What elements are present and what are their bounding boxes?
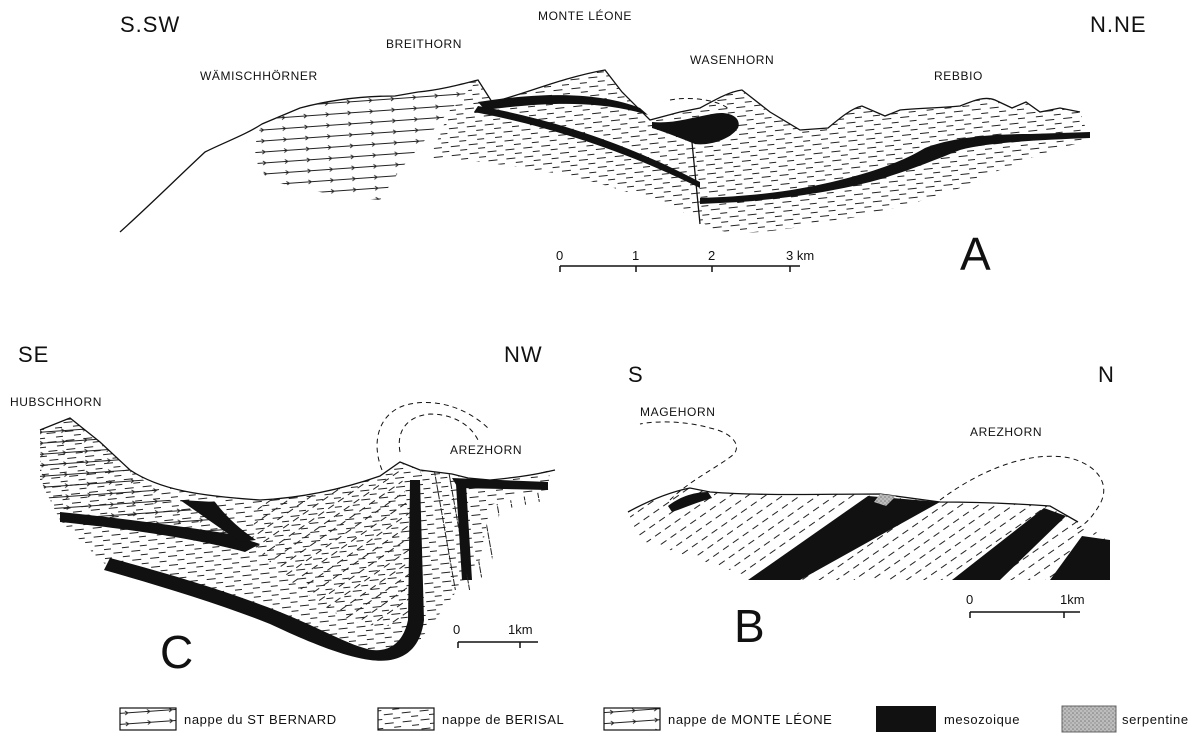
section-a-peak-rebbio: REBBIO [934, 69, 983, 83]
section-b: S N MAGEHORN AREZHORN 0 1km B [628, 362, 1115, 652]
section-c-scale-tick-0: 0 [453, 622, 460, 637]
section-b-peak-magehorn: MAGEHORN [640, 405, 715, 419]
section-c-dir-right: NW [504, 342, 543, 367]
section-b-peak-arezhorn: AREZHORN [970, 425, 1042, 439]
section-a-peak-breithorn: BREITHORN [386, 37, 462, 51]
legend-label-berisal: nappe de BERISAL [442, 712, 564, 727]
legend-item-serpentine: serpentine [1062, 706, 1189, 732]
legend-swatch-st-bernard [120, 708, 176, 730]
section-b-letter: B [734, 600, 765, 652]
section-a-monte-leone-nappe [430, 70, 700, 220]
legend-swatch-mesozoique [876, 706, 936, 732]
legend-swatch-berisal [378, 708, 434, 730]
legend-label-mesozoique: mesozoique [944, 712, 1020, 727]
legend-item-mesozoique: mesozoique [876, 706, 1020, 732]
section-a-scale-tick-0: 0 [556, 248, 563, 263]
section-c-letter: C [160, 626, 193, 678]
section-c-dir-left: SE [18, 342, 49, 367]
section-c-scale-bar: 0 1km [453, 622, 538, 648]
section-b-dir-left: S [628, 362, 644, 387]
section-a-scale-bar: 0 1 2 3 km [556, 248, 814, 272]
section-a-scale-tick-3: 3 km [786, 248, 814, 263]
section-c-peak-hubschhorn: HUBSCHHORN [10, 395, 102, 409]
legend-item-st-bernard: nappe du ST BERNARD [120, 708, 337, 730]
section-a-peak-wasenhorn: WASENHORN [690, 53, 774, 67]
section-a-scale-tick-2: 2 [708, 248, 715, 263]
legend-label-st-bernard: nappe du ST BERNARD [184, 712, 337, 727]
section-b-scale-tick-1: 1km [1060, 592, 1085, 607]
section-b-scale-bar: 0 1km [966, 592, 1085, 618]
legend-swatch-monte-leone [604, 708, 660, 730]
section-a-peak-monte-leone: MONTE LÉONE [538, 8, 632, 23]
legend-item-berisal: nappe de BERISAL [378, 708, 564, 730]
section-a: S.SW N.NE WÄMISCHHÖRNER BREITHORN MONTE … [120, 8, 1147, 280]
section-a-scale-tick-1: 1 [632, 248, 639, 263]
legend-item-monte-leone: nappe de MONTE LÉONE [604, 708, 832, 730]
section-a-letter: A [960, 228, 991, 280]
section-c: SE NW HUBSCHHORN AREZHORN 0 1km C [10, 342, 555, 678]
section-a-peak-wamischhorner: WÄMISCHHÖRNER [200, 69, 318, 83]
section-c-peak-arezhorn: AREZHORN [450, 443, 522, 457]
legend-label-serpentine: serpentine [1122, 712, 1189, 727]
legend-swatch-serpentine [1062, 706, 1116, 732]
section-a-dir-left: S.SW [120, 12, 180, 37]
section-b-scale-tick-0: 0 [966, 592, 973, 607]
section-a-dir-right: N.NE [1090, 12, 1147, 37]
section-c-scale-tick-1: 1km [508, 622, 533, 637]
section-c-fold-trace-1 [377, 402, 490, 470]
section-b-dir-right: N [1098, 362, 1115, 387]
legend-label-monte-leone: nappe de MONTE LÉONE [668, 712, 832, 727]
legend: nappe du ST BERNARD nappe de BERISAL nap… [120, 706, 1189, 732]
